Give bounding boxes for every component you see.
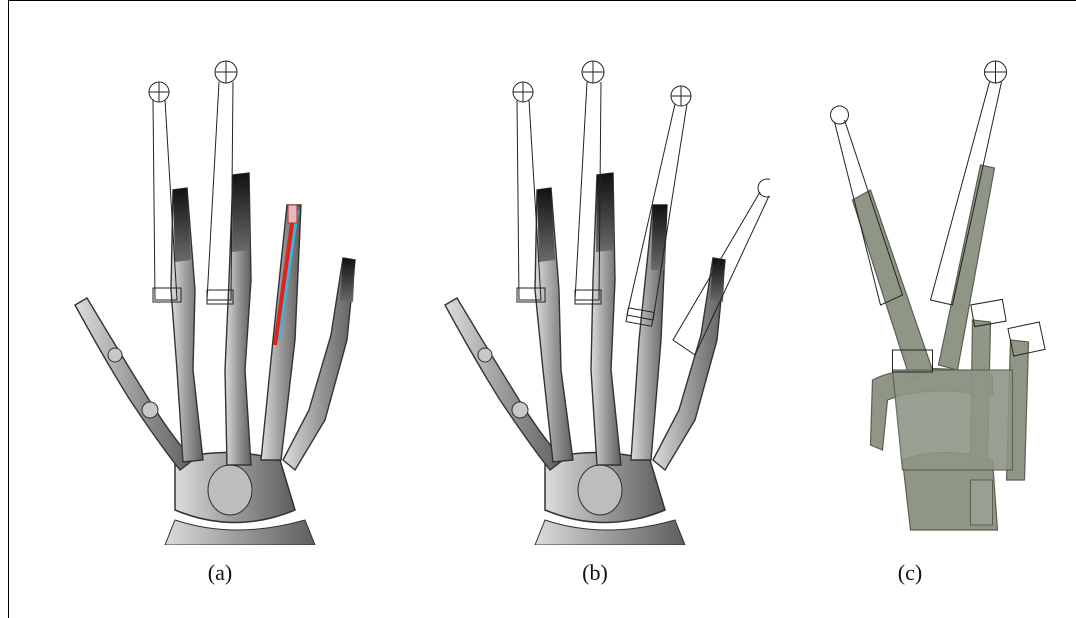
hand-skeleton-a (55, 40, 400, 545)
panel-b-illustration (425, 40, 770, 545)
panel-c-illustration (770, 40, 1076, 545)
panel-a-illustration (55, 40, 400, 545)
hand-skeleton-b (425, 40, 770, 545)
figure-frame-left (8, 0, 9, 618)
middle-finger (225, 173, 251, 465)
figure-frame-top (8, 0, 1076, 1)
ring-finger-highlighted (261, 205, 301, 460)
middle-finger (591, 173, 621, 465)
ring-finger (631, 205, 667, 460)
caption-c: (c) (870, 560, 950, 586)
caption-a: (a) (180, 560, 260, 586)
caption-b: (b) (555, 560, 635, 586)
palm-mesh (893, 370, 1013, 470)
index-finger (171, 188, 203, 462)
hand-model-c (770, 40, 1076, 545)
index-finger (535, 188, 573, 462)
